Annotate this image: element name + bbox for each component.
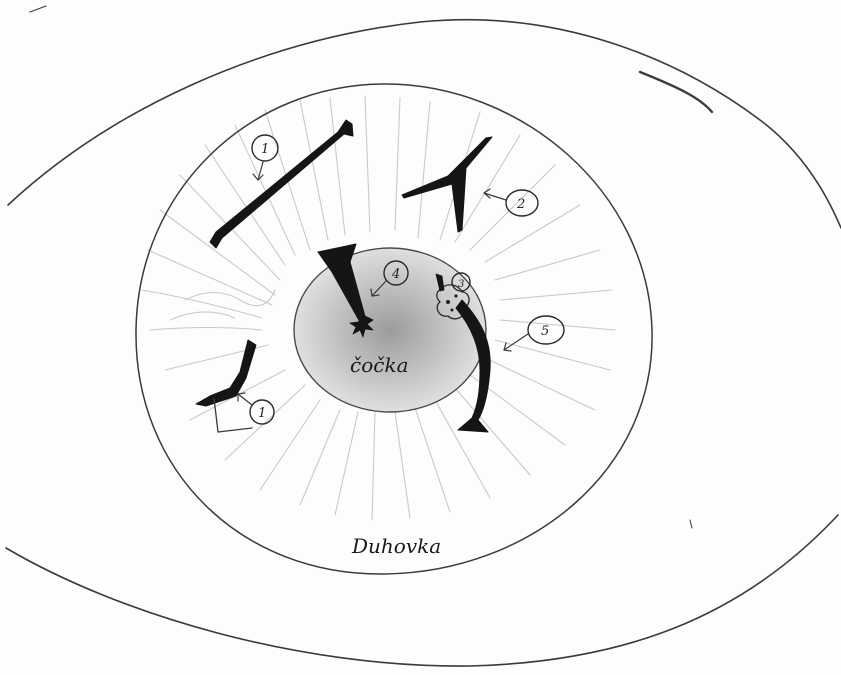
marker-1-top: 1	[252, 135, 278, 180]
stray-mark	[30, 6, 46, 12]
upper-eyelid	[8, 20, 841, 228]
marker-2-number: 2	[516, 197, 525, 212]
marker-5-number: 5	[541, 324, 549, 339]
pupil-label: čočka	[350, 353, 409, 377]
injury-1-bottom	[196, 340, 256, 406]
marker-4-number: 4	[391, 267, 400, 282]
pupil	[294, 248, 486, 412]
upper-eyelid-shadow	[640, 72, 712, 112]
marker-3-number: 3	[458, 279, 464, 290]
iris-label: Duhovka	[351, 534, 441, 558]
stray-mark-right	[690, 520, 692, 528]
marker-1-top-number: 1	[261, 142, 269, 157]
injury-1-bottom-stem	[214, 398, 252, 432]
marker-2: 2	[484, 189, 538, 216]
marker-1-bottom-number: 1	[258, 406, 266, 421]
